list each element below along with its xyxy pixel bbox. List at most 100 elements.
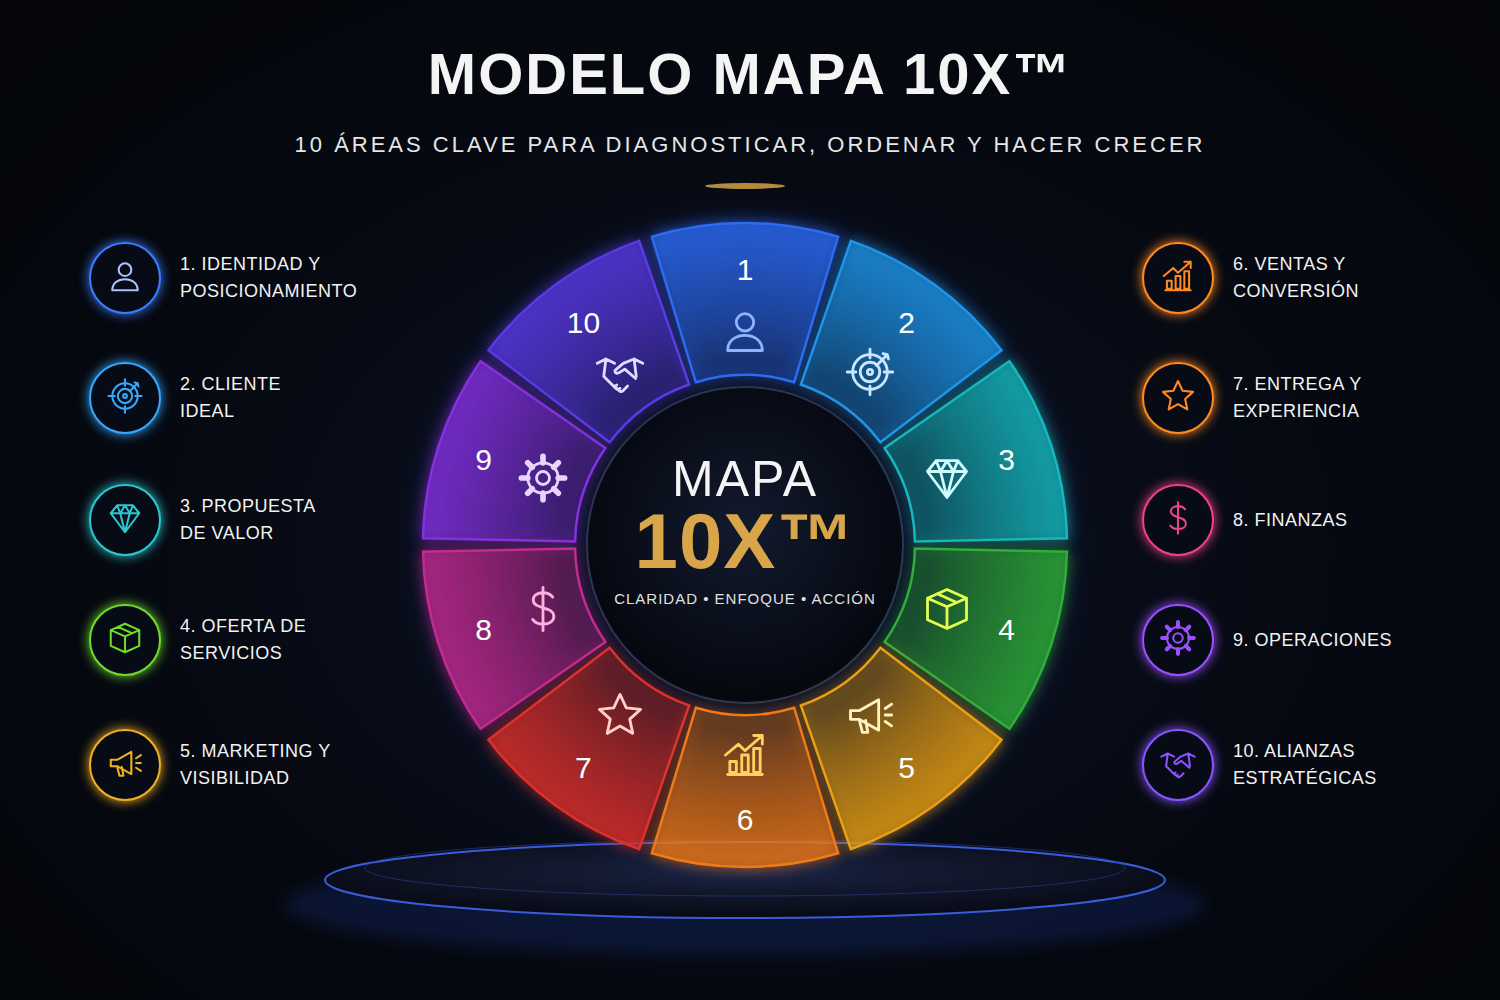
star-icon	[1159, 377, 1197, 415]
segment-shape	[884, 361, 1067, 542]
glow-dot	[705, 183, 785, 189]
icon-holder	[517, 452, 569, 508]
wheel-glow	[405, 205, 1085, 885]
area-item: 2. CLIENTE IDEAL	[88, 361, 310, 435]
area-label: 8. FINANZAS	[1233, 507, 1433, 534]
megaphone-icon	[106, 744, 144, 782]
leader-line	[1070, 799, 1236, 801]
caption: 10 ÁREAS CLAVE PARA DIAGNOSTICAR, ORDENA…	[0, 132, 1500, 158]
target-icon	[106, 377, 144, 415]
icon-circle	[1141, 728, 1215, 802]
area-item: 10. ALIANZAS ESTRATÉGICAS	[1141, 728, 1418, 802]
icon-holder	[106, 744, 144, 786]
leader-line	[182, 799, 430, 801]
area-item: 8. FINANZAS	[1141, 483, 1433, 557]
icon-circle	[88, 483, 162, 557]
icon-holder	[1159, 257, 1197, 299]
icon-circle	[88, 241, 162, 315]
icon-holder	[106, 499, 144, 541]
gear-icon	[1159, 619, 1197, 657]
icon-holder	[719, 729, 771, 785]
box-icon	[106, 619, 144, 657]
segment-number: 6	[737, 803, 754, 837]
area-label: 6. VENTAS Y CONVERSIÓN	[1233, 251, 1393, 305]
area-item: 9. OPERACIONES	[1141, 603, 1453, 677]
segment-number: 4	[998, 613, 1015, 647]
segment-number: 3	[998, 443, 1015, 477]
wheel-segment: 3	[884, 361, 1067, 542]
center-circle: MAPA10X™CLARIDAD • ENFOQUE • ACCIÓN	[585, 385, 905, 705]
segment-number: 1	[737, 253, 754, 287]
icon-holder	[844, 689, 896, 745]
handshake-icon	[594, 346, 646, 398]
area-item: 4. OFERTA DE SERVICIOS	[88, 603, 335, 677]
area-item: 6. VENTAS Y CONVERSIÓN	[1141, 241, 1393, 315]
leader-line	[182, 312, 430, 314]
icon-holder	[844, 346, 896, 402]
icon-circle	[88, 728, 162, 802]
icon-holder	[1159, 744, 1197, 786]
leader-line	[182, 432, 430, 434]
segment-shape	[488, 647, 690, 850]
area-label: 10. ALIANZAS ESTRATÉGICAS	[1233, 738, 1418, 792]
segment-number: 2	[898, 306, 915, 340]
icon-circle	[1141, 361, 1215, 435]
star-icon	[594, 689, 646, 741]
segment-shape	[423, 361, 606, 542]
icon-holder	[594, 346, 646, 402]
leader-line	[1070, 432, 1236, 434]
icon-holder	[106, 619, 144, 661]
icon-holder	[921, 583, 973, 639]
leader-line	[182, 554, 430, 556]
chart-icon	[719, 729, 771, 781]
user-icon	[106, 257, 144, 295]
megaphone-icon	[844, 689, 896, 741]
segment-number: 8	[475, 613, 492, 647]
icon-holder	[1159, 499, 1197, 541]
wheel-segment: 9	[423, 361, 606, 542]
icon-holder	[594, 689, 646, 745]
wheel-segment: 7	[488, 647, 690, 850]
area-item: 3. PROPUESTA DE VALOR	[88, 483, 345, 557]
user-icon	[719, 305, 771, 357]
wheel-segment: 5	[800, 647, 1002, 850]
icon-holder	[1159, 377, 1197, 419]
icon-circle	[1141, 603, 1215, 677]
area-label: 2. CLIENTE IDEAL	[180, 371, 310, 425]
area-item: 7. ENTREGA Y EXPERIENCIA	[1141, 361, 1403, 435]
chart-icon	[1159, 257, 1197, 295]
area-label: 3. PROPUESTA DE VALOR	[180, 493, 345, 547]
segment-number: 9	[475, 443, 492, 477]
handshake-icon	[1159, 744, 1197, 782]
title: MODELO MAPA 10X™	[0, 40, 1500, 107]
dollar-icon	[517, 583, 569, 635]
leader-line	[182, 674, 430, 676]
area-label: 9. OPERACIONES	[1233, 627, 1453, 654]
icon-circle	[1141, 241, 1215, 315]
area-label: 7. ENTREGA Y EXPERIENCIA	[1233, 371, 1403, 425]
diamond-icon	[921, 452, 973, 504]
diamond-icon	[106, 499, 144, 537]
icon-holder	[106, 377, 144, 419]
gear-icon	[517, 452, 569, 504]
icon-holder	[719, 305, 771, 361]
box-icon	[921, 583, 973, 635]
icon-holder	[1159, 619, 1197, 661]
segment-number: 5	[898, 751, 915, 785]
segment-number: 7	[575, 751, 592, 785]
icon-holder	[106, 257, 144, 299]
icon-holder	[921, 452, 973, 508]
area-label: 1. IDENTIDAD Y POSICIONAMIENTO	[180, 251, 380, 305]
leader-line	[1070, 312, 1236, 314]
tagline: CLARIDAD • ENFOQUE • ACCIÓN	[614, 591, 876, 608]
icon-holder	[517, 583, 569, 639]
center-brand: 10X™	[635, 499, 856, 585]
area-item: 1. IDENTIDAD Y POSICIONAMIENTO	[88, 241, 380, 315]
dollar-icon	[1159, 499, 1197, 537]
segment-shape	[800, 647, 1002, 850]
target-icon	[844, 346, 896, 398]
area-item: 5. MARKETING Y VISIBILIDAD	[88, 728, 365, 802]
area-label: 4. OFERTA DE SERVICIOS	[180, 613, 335, 667]
segment-number: 10	[567, 306, 600, 340]
area-label: 5. MARKETING Y VISIBILIDAD	[180, 738, 365, 792]
